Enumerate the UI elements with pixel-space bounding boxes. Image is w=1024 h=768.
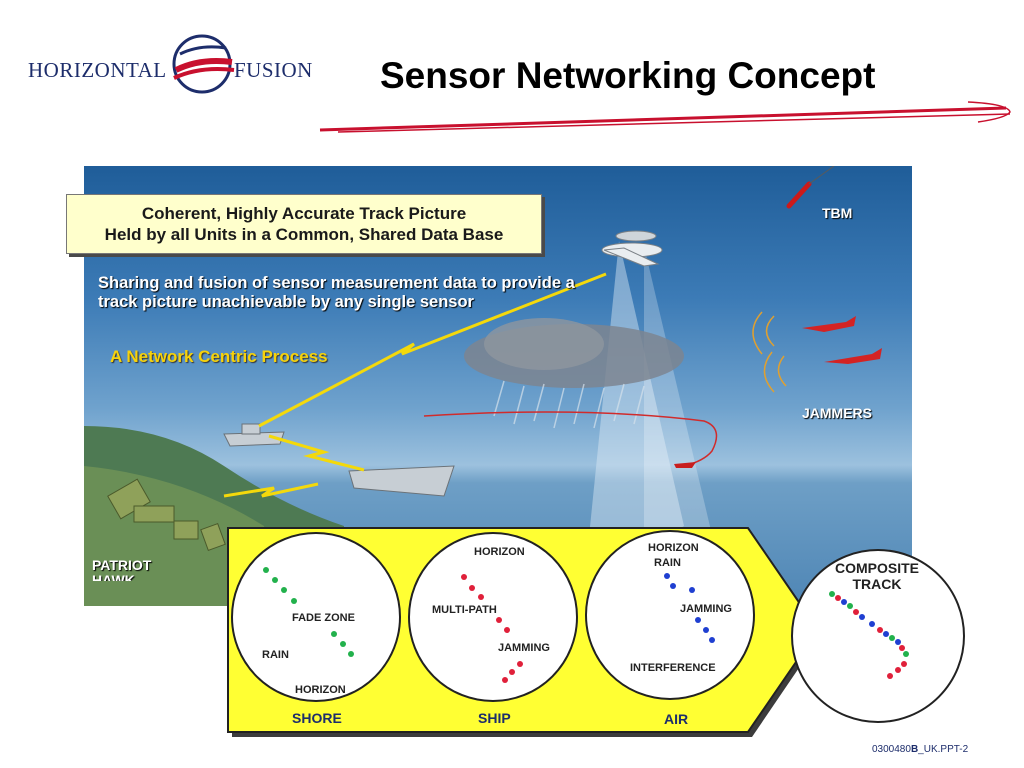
- callout-line-2: Held by all Units in a Common, Shared Da…: [104, 225, 504, 244]
- air-track-dot: [703, 627, 709, 633]
- patriot-label-line-1: PATRIOT: [92, 557, 152, 573]
- composite-track-dot: [895, 639, 901, 645]
- composite-track-dots: [829, 591, 909, 679]
- composite-track-label: COMPOSITE TRACK: [822, 560, 932, 592]
- page-title: Sensor Networking Concept: [380, 55, 876, 96]
- composite-track-dot: [853, 609, 859, 615]
- air-jamming-label: JAMMING: [680, 603, 732, 615]
- ship-multipath-label: MULTI-PATH: [432, 604, 497, 616]
- air-circle: [585, 530, 755, 700]
- composite-track-dot: [903, 651, 909, 657]
- ship-track-dot: [509, 669, 515, 675]
- shore-track-dot: [291, 598, 297, 604]
- composite-track-dot: [841, 599, 847, 605]
- patriot-label-line-2: HAWK: [92, 573, 135, 581]
- air-track-dot: [695, 617, 701, 623]
- composite-track-dot: [869, 621, 875, 627]
- slide-code-suffix: _UK.PPT-2: [918, 744, 969, 755]
- slide-code-bold: B: [910, 744, 919, 755]
- concept-description: Sharing and fusion of sensor measurement…: [98, 274, 575, 311]
- slide-code: 0300480B_UK.PPT-2: [872, 744, 968, 755]
- shore-track-dots: [263, 567, 354, 657]
- ship-track-dots: [461, 574, 523, 683]
- shore-label: SHORE: [292, 710, 342, 726]
- composite-line-2: TRACK: [852, 576, 902, 592]
- ship-jamming-label: JAMMING: [498, 642, 550, 654]
- ship-track-dot: [496, 617, 502, 623]
- composite-line-1: COMPOSITE: [834, 560, 919, 576]
- network-centric-process-label: A Network Centric Process: [110, 347, 328, 366]
- ship-track-dot: [517, 661, 523, 667]
- ship-track-dot: [461, 574, 467, 580]
- shore-track-dot: [281, 587, 287, 593]
- scene-illustration: [84, 166, 882, 606]
- jammers-label: JAMMERS: [802, 405, 873, 421]
- slide-code-prefix: 0300480: [872, 744, 911, 755]
- ship-track-dot: [504, 627, 510, 633]
- logo-text-right: FUSION: [234, 58, 313, 82]
- shore-track-dot: [348, 651, 354, 657]
- ship-label: SHIP: [478, 710, 511, 726]
- ship-track-dot: [478, 594, 484, 600]
- horizontal-fusion-logo: HORIZONTAL FUSION: [24, 30, 314, 100]
- ship-horizon-label: HORIZON: [474, 546, 525, 558]
- ship-track-dot: [469, 585, 475, 591]
- air-label: AIR: [664, 711, 689, 727]
- shore-fade-zone-label: FADE ZONE: [292, 612, 355, 624]
- ship-circle: [408, 532, 578, 702]
- track-picture-callout: Coherent, Highly Accurate Track Picture …: [66, 194, 542, 254]
- shore-track-dot: [331, 631, 337, 637]
- globe-flag-icon: [172, 34, 235, 94]
- tbm-label: TBM: [822, 205, 853, 221]
- composite-track-dot: [899, 645, 905, 651]
- air-track-dot: [709, 637, 715, 643]
- air-track-dot: [670, 583, 676, 589]
- shore-track-dot: [263, 567, 269, 573]
- air-track-dot: [689, 587, 695, 593]
- shore-track-dot: [340, 641, 346, 647]
- shore-circle: [231, 532, 401, 702]
- shore-track-dot: [272, 577, 278, 583]
- air-interference-label: INTERFERENCE: [630, 662, 716, 674]
- composite-track-dot: [877, 627, 883, 633]
- composite-track-dot: [847, 603, 853, 609]
- air-rain-label: RAIN: [654, 557, 681, 569]
- air-track-dots: [664, 573, 715, 643]
- composite-track-dot: [895, 667, 901, 673]
- composite-track-dot: [835, 595, 841, 601]
- logo-text-left: HORIZONTAL: [28, 58, 167, 82]
- callout-line-1: Coherent, Highly Accurate Track Picture: [141, 204, 467, 223]
- shore-horizon-label: HORIZON: [295, 684, 346, 696]
- composite-track-dot: [887, 673, 893, 679]
- shore-rain-label: RAIN: [262, 649, 289, 661]
- patriot-hawk-label: PATRIOT HAWK: [92, 557, 152, 582]
- title-swoosh: [319, 101, 1011, 133]
- composite-track-dot: [859, 614, 865, 620]
- ship-track-dot: [502, 677, 508, 683]
- air-horizon-label: HORIZON: [648, 542, 699, 554]
- air-track-dot: [664, 573, 670, 579]
- composite-track-dot: [889, 635, 895, 641]
- composite-track-dot: [883, 631, 889, 637]
- composite-track-dot: [829, 591, 835, 597]
- composite-track-circle: [791, 549, 965, 723]
- composite-track-dot: [901, 661, 907, 667]
